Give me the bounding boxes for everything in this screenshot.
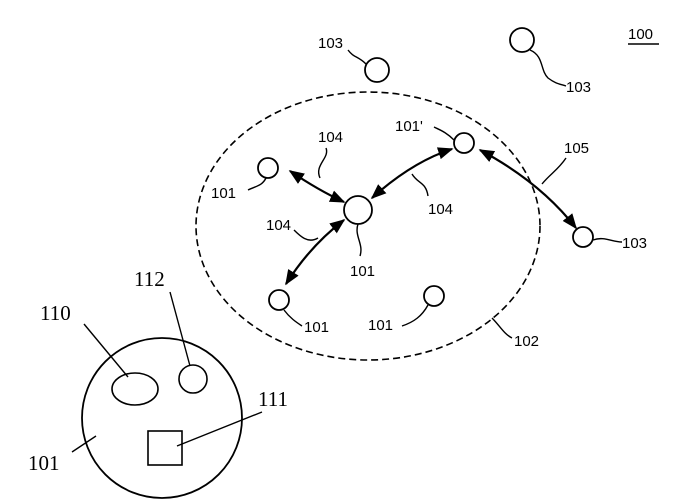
label-101-detail: 101 [28,451,60,475]
leader-101-detail [71,435,97,453]
label-101-prime: 101' [395,118,423,135]
node-101-center [343,195,373,225]
leader-111 [176,411,263,447]
link-104-lower [285,219,346,286]
label-101-center: 101 [350,263,375,280]
link-104-left [288,170,346,203]
leader-104-top [318,147,328,179]
node-103-top-right [509,27,535,53]
leader-102 [491,317,513,339]
label-105: 105 [564,140,589,157]
leader-101-center [356,223,362,257]
label-101-lower-left: 101 [304,319,329,336]
component-110 [111,372,159,406]
leader-103-top [347,49,367,65]
component-112 [178,364,208,394]
leader-112 [169,291,191,367]
label-111: 111 [258,387,288,411]
node-101-left [257,157,279,179]
label-103-top-right: 103 [566,79,591,96]
node-101-lower [423,285,445,307]
label-103-right: 103 [622,235,647,252]
label-104-lower: 104 [266,217,291,234]
node-103-top [364,57,390,83]
leader-101-lower [401,304,429,327]
leader-101-left [247,177,267,191]
leader-104-right [411,173,429,197]
link-105 [478,149,577,230]
label-112: 112 [134,267,165,291]
leader-103-right [592,237,623,243]
leader-101-lower-left [283,309,303,327]
leader-101-prime [433,126,455,141]
label-101-lower: 101 [368,317,393,334]
label-101-left: 101 [211,185,236,202]
node-101-detail [81,337,243,499]
leader-110 [83,323,129,378]
label-102: 102 [514,333,539,350]
leader-103-top-right [529,49,567,87]
label-104-right: 104 [428,201,453,218]
label-104-top: 104 [318,129,343,146]
label-103-top: 103 [318,35,343,52]
component-111 [147,430,183,466]
node-101-lower-left [268,289,290,311]
link-104-right [370,147,454,200]
leader-105 [541,157,567,185]
node-101-prime [453,132,475,154]
leader-104-lower [293,229,319,241]
figure-ref-label: 100 [628,26,653,43]
node-103-right [572,226,594,248]
label-110: 110 [40,301,71,325]
